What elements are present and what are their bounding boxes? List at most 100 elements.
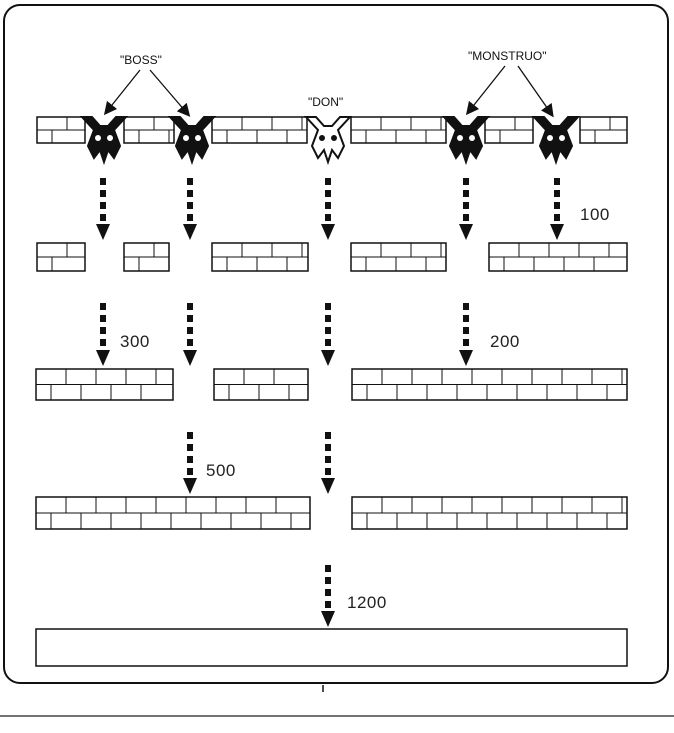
arrow-dash bbox=[325, 339, 331, 346]
arrow-head bbox=[183, 224, 197, 240]
fall-arrow bbox=[321, 432, 335, 494]
arrow-dash bbox=[187, 327, 193, 334]
brick-wall bbox=[212, 243, 308, 271]
boss-pointer-right bbox=[150, 70, 186, 112]
arrow-dash bbox=[463, 214, 469, 221]
arrow-dash bbox=[325, 178, 331, 185]
fall-arrow bbox=[183, 432, 197, 494]
brick-wall bbox=[124, 117, 174, 143]
arrow-dash bbox=[100, 339, 106, 346]
arrow-dash bbox=[325, 432, 331, 439]
arrow-dash bbox=[187, 202, 193, 209]
label-don: "DON" bbox=[308, 95, 343, 109]
arrow-dash bbox=[100, 190, 106, 197]
fall-arrow bbox=[321, 178, 335, 240]
arrow-dash bbox=[187, 339, 193, 346]
arrow-head bbox=[321, 350, 335, 366]
brick-wall bbox=[352, 369, 627, 400]
arrow-dash bbox=[463, 339, 469, 346]
creature-body bbox=[534, 117, 578, 162]
monstruo-pointer-right bbox=[518, 66, 550, 112]
arrow-dash bbox=[554, 202, 560, 209]
score-500: 500 bbox=[206, 461, 236, 480]
arrow-dash bbox=[463, 303, 469, 310]
brick-walls bbox=[36, 117, 627, 529]
brick-wall bbox=[36, 369, 173, 400]
score-1200: 1200 bbox=[347, 593, 387, 612]
brick-wall bbox=[489, 243, 627, 271]
arrow-dash bbox=[100, 178, 106, 185]
monstruo-pointer-left bbox=[470, 66, 505, 110]
arrow-dash bbox=[325, 315, 331, 322]
arrow-dash bbox=[187, 468, 193, 475]
brick-wall bbox=[485, 117, 533, 143]
arrow-dash bbox=[325, 444, 331, 451]
fall-arrow bbox=[459, 178, 473, 240]
creature-body bbox=[306, 117, 350, 162]
ground-floor bbox=[36, 629, 627, 666]
arrow-dash bbox=[554, 178, 560, 185]
brick-wall bbox=[124, 243, 169, 271]
arrow-dash bbox=[325, 327, 331, 334]
creature-eye bbox=[331, 135, 337, 141]
arrow-head bbox=[96, 350, 110, 366]
arrow-dash bbox=[187, 432, 193, 439]
arrow-head bbox=[183, 350, 197, 366]
arrow-head bbox=[96, 224, 110, 240]
boss-creature bbox=[82, 117, 126, 162]
arrow-head bbox=[459, 350, 473, 366]
brick-wall bbox=[352, 497, 627, 529]
creature-eye bbox=[95, 135, 101, 141]
fall-arrow bbox=[96, 178, 110, 240]
brick-wall bbox=[36, 497, 310, 529]
brick-wall bbox=[37, 117, 85, 143]
brick-wall bbox=[351, 117, 446, 143]
arrow-dash bbox=[325, 577, 331, 584]
monstruo-creature bbox=[444, 117, 488, 162]
creature-body bbox=[170, 117, 214, 162]
fall-arrow bbox=[321, 565, 335, 627]
boss-pointer-left bbox=[108, 70, 140, 110]
score-200: 200 bbox=[490, 332, 520, 351]
arrow-dash bbox=[325, 601, 331, 608]
arrow-dash bbox=[463, 202, 469, 209]
arrow-dash bbox=[325, 565, 331, 572]
fall-arrow bbox=[321, 303, 335, 366]
creature-eye bbox=[319, 135, 325, 141]
creature-body bbox=[82, 117, 126, 162]
arrow-dash bbox=[325, 589, 331, 596]
arrow-dash bbox=[187, 444, 193, 451]
creature-eye bbox=[195, 135, 201, 141]
fall-arrow bbox=[459, 303, 473, 366]
arrow-head bbox=[459, 224, 473, 240]
arrow-dash bbox=[100, 202, 106, 209]
score-300: 300 bbox=[120, 332, 150, 351]
arrow-dash bbox=[187, 214, 193, 221]
arrow-dash bbox=[325, 190, 331, 197]
score-100: 100 bbox=[580, 205, 610, 224]
brick-wall bbox=[214, 369, 308, 400]
arrow-dash bbox=[325, 202, 331, 209]
brick-wall bbox=[37, 243, 85, 271]
brick-wall bbox=[580, 117, 627, 143]
arrow-dash bbox=[187, 456, 193, 463]
arrow-dash bbox=[325, 468, 331, 475]
fall-arrow bbox=[183, 178, 197, 240]
arrow-head bbox=[321, 611, 335, 627]
fall-arrow bbox=[550, 178, 564, 240]
arrow-dash bbox=[187, 315, 193, 322]
creature-body bbox=[444, 117, 488, 162]
brick-wall bbox=[351, 243, 446, 271]
arrow-dash bbox=[100, 327, 106, 334]
arrow-dash bbox=[463, 190, 469, 197]
arrow-head bbox=[183, 478, 197, 494]
arrow-dash bbox=[554, 214, 560, 221]
creature-eye bbox=[457, 135, 463, 141]
label-boss: "BOSS" bbox=[120, 53, 162, 67]
arrow-dash bbox=[100, 303, 106, 310]
arrow-dash bbox=[463, 315, 469, 322]
boss-creature bbox=[170, 117, 214, 162]
monstruo-creature bbox=[534, 117, 578, 162]
creature-eye bbox=[183, 135, 189, 141]
